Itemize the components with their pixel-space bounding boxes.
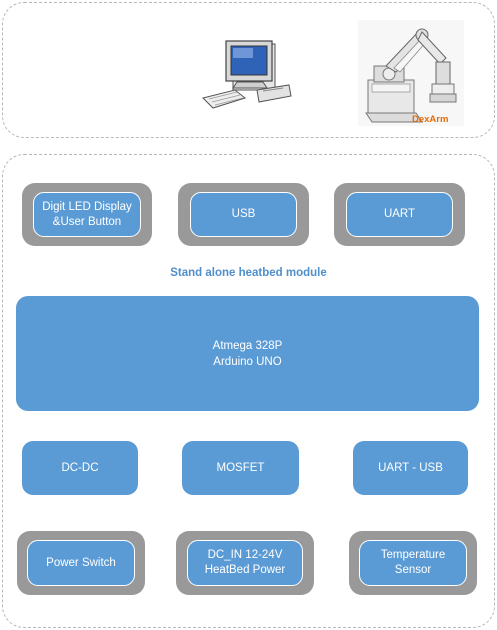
dc-dc-label: DC-DC: [61, 462, 99, 474]
display-label-line2: &User Button: [52, 215, 122, 228]
uart-usb-block: UART - USB: [353, 441, 468, 495]
top-panel: [2, 2, 495, 138]
temperature-sensor-block: Temperature Sensor: [359, 540, 467, 586]
temperature-label-line1: Temperature: [380, 549, 446, 561]
temperature-label-line2: Sensor: [394, 564, 432, 576]
mosfet-block: MOSFET: [182, 441, 299, 495]
digit-led-display-block: Digit LED Display &User Button: [33, 192, 141, 237]
uart-block: UART: [346, 192, 453, 237]
robot-arm-icon: [358, 20, 464, 126]
dexarm-brand-label: DexArm: [412, 114, 449, 125]
usb-block: USB: [190, 192, 297, 237]
dc-in-label-line1: DC_IN 12-24V: [207, 549, 283, 561]
display-label-line1: Digit LED Display: [42, 200, 132, 213]
dc-in-label-line2: HeatBed Power: [204, 564, 286, 576]
module-title: Stand alone heatbed module: [170, 267, 327, 279]
desktop-computer-icon: [202, 40, 292, 109]
module-panel: [2, 154, 495, 628]
dc-dc-block: DC-DC: [22, 441, 138, 495]
uart-usb-label: UART - USB: [378, 462, 443, 474]
dc-in-block: DC_IN 12-24V HeatBed Power: [187, 540, 303, 586]
mcu-label-line1: Atmega 328P: [212, 339, 283, 352]
power-switch-block: Power Switch: [27, 540, 135, 586]
usb-label: USB: [231, 208, 256, 220]
mcu-label-line2: Arduino UNO: [213, 355, 282, 368]
power-switch-label: Power Switch: [46, 556, 116, 569]
mcu-block: Atmega 328P Arduino UNO: [16, 296, 479, 411]
uart-label: UART: [383, 208, 416, 220]
mosfet-label: MOSFET: [216, 462, 265, 474]
